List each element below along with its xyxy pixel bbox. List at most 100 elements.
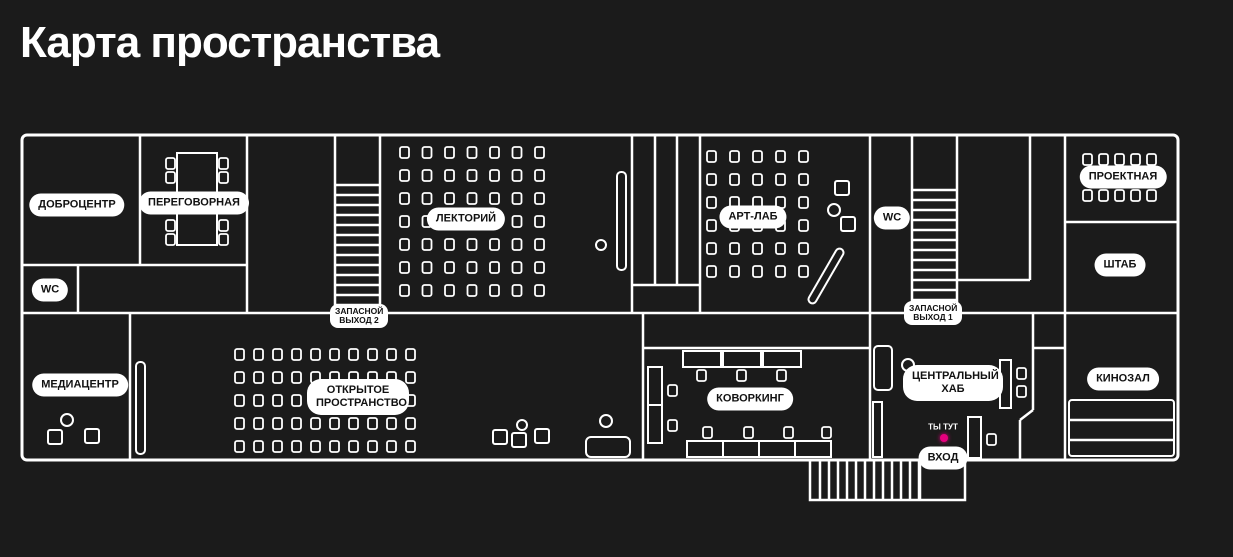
open-space-chair [310,440,321,453]
room-label-peregovornaya[interactable]: ПЕРЕГОВОРНАЯ [139,191,249,215]
coworking-chair [736,369,747,382]
open-space-chair [291,371,302,384]
open-space-chair [310,348,321,361]
open-space-chair [253,394,264,407]
open-space-chair [367,348,378,361]
open-space-chair [272,348,283,361]
lectorium-chair [489,284,500,297]
artlab-chair [752,150,763,163]
lectorium-chair [444,284,455,297]
open-space-chair [348,440,359,453]
room-label-shtab[interactable]: ШТАБ [1094,253,1146,277]
open-space-chair [272,417,283,430]
meeting-chair [218,233,229,246]
project-chair [1146,189,1157,202]
counter [967,416,982,459]
open-space-chair [291,348,302,361]
lectorium-chair [444,238,455,251]
artlab-chair [798,150,809,163]
lectorium-chair [421,284,433,297]
artlab-chair [798,242,809,255]
open-space-chair [253,371,264,384]
sofa [585,436,631,458]
lectorium-chair [399,261,410,274]
desk [722,440,760,458]
project-chair [1098,189,1109,202]
lectorium-chair [466,284,478,297]
room-label-wc-right[interactable]: WC [873,206,911,230]
artlab-chair [775,242,786,255]
room-label-mediacentr[interactable]: МЕДИАЦЕНТР [32,373,128,397]
coworking-chair [743,426,754,439]
open-space-chair [234,417,245,430]
room-label-coworking[interactable]: КОВОРКИНГ [707,387,793,411]
room-label-open-space[interactable]: ОТКРЫТОЕ ПРОСТРАНСТВО [307,379,409,415]
project-chair [1130,153,1141,166]
lectorium-chair [466,238,478,251]
stool [827,203,841,217]
desk [686,440,724,458]
room-label-entrance[interactable]: ВХОД [918,446,968,470]
open-space-chair [253,348,264,361]
lectorium-chair [399,192,410,205]
lectorium-chair [421,146,433,159]
project-chair [1082,189,1093,202]
lectorium-chair [399,215,410,228]
coworking-chair [667,419,678,432]
room-label-kinozal[interactable]: КИНОЗАЛ [1087,367,1159,391]
stool [599,414,613,428]
lectorium-chair [489,238,500,251]
wall [1019,409,1034,421]
open-space-chair [234,440,245,453]
room-label-wc-left[interactable]: WC [31,278,69,302]
artlab-chair [729,173,740,186]
hub-chair [1016,367,1027,380]
lectorium-chair [466,192,478,205]
artlab-chair [729,242,740,255]
outer-wall [20,133,1180,462]
whiteboard [135,361,146,455]
stool [516,419,528,431]
coworking-chair [783,426,794,439]
lectorium-chair [511,238,523,251]
open-space-chair [405,417,416,430]
lectorium-chair [421,192,433,205]
lectorium-chair [444,146,455,159]
stool [595,239,607,251]
artlab-chair [775,173,786,186]
room-label-lectorium[interactable]: ЛЕКТОРИЙ [426,207,506,231]
whiteboard [807,247,845,305]
meeting-chair [165,157,176,170]
armchair [511,432,527,448]
room-label-proektnaya[interactable]: ПРОЕКТНАЯ [1079,165,1167,189]
meeting-chair [165,233,176,246]
room-label-dobrocentr[interactable]: ДОБРОЦЕНТР [29,193,125,217]
you-are-here-label: ТЫ ТУТ [928,422,958,432]
artlab-chair [706,242,717,255]
open-space-chair [272,440,283,453]
whiteboard [616,171,627,271]
room-label-exit-1[interactable]: ЗАПАСНОЙ ВЫХОД 1 [904,301,962,325]
open-space-chair [272,371,283,384]
room-label-exit-2[interactable]: ЗАПАСНОЙ ВЫХОД 2 [330,304,388,328]
lectorium-chair [399,284,410,297]
room-label-artlab[interactable]: АРТ-ЛАБ [719,205,787,229]
page-title: Карта пространства [20,18,440,67]
hub-chair [986,433,997,446]
open-space-chair [405,348,416,361]
meeting-chair [218,171,229,184]
armchair [492,429,508,445]
room-label-central-hub[interactable]: ЦЕНТРАЛЬНЫЙ ХАБ [903,365,1003,401]
lectorium-chair [511,261,523,274]
lectorium-chair [534,284,545,297]
artlab-chair [752,265,763,278]
artlab-chair [706,150,717,163]
open-space-chair [386,417,397,430]
project-chair [1098,153,1109,166]
project-chair [1114,189,1125,202]
open-space-chair [386,440,397,453]
armchair [840,216,856,232]
armchair [84,428,100,444]
desk [647,366,663,406]
